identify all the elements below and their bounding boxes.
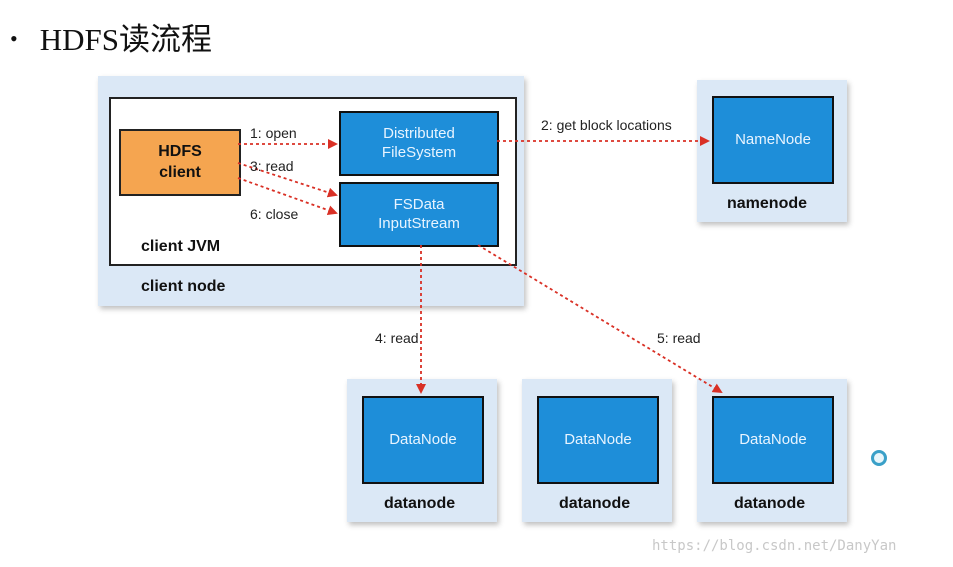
distributed-filesystem-line2: FileSystem [381,143,457,161]
edge-label-read-datanode-1: 4: read [375,330,419,346]
fsdata-inputstream-line1: FSData [393,195,445,213]
datanode-label-1: datanode [384,495,456,512]
client-jvm-label: client JVM [141,238,221,255]
hdfs-client-box: HDFS client [119,129,241,196]
distributed-filesystem-box: Distributed FileSystem [339,111,499,176]
datanode-label-3: datanode [734,495,806,512]
watermark: https://blog.csdn.net/DanyYan [652,538,897,554]
hdfs-client-line1: HDFS [158,142,202,160]
datanode-box-2: DataNode [537,396,659,484]
distributed-filesystem-line1: Distributed [383,124,455,142]
arrow-read-client [237,162,338,198]
arrow-read-datanode-3 [477,244,723,394]
bullet-point: • [10,26,18,51]
edge-label-open: 1: open [250,125,297,141]
fsdata-inputstream-box: FSData InputStream [339,182,499,247]
namenode-label: namenode [727,195,808,212]
edge-label-read-client: 3: read [250,158,294,174]
slide-title: • HDFS读流程 [10,14,212,59]
edge-label-close: 6: close [250,206,299,222]
edge-label-read-datanode-3: 5: read [657,330,701,346]
cursor-ring-icon [871,450,887,466]
datanode-box-1: DataNode [362,396,484,484]
arrow-close [237,177,338,216]
fsdata-inputstream-line2: InputStream [378,214,460,232]
hdfs-client-line2: client [159,163,201,181]
namenode-box: NameNode [712,96,834,184]
datanode-box-3: DataNode [712,396,834,484]
title-text: HDFS读流程 [39,22,212,57]
client-node-label: client node [141,278,226,295]
datanode-label-2: datanode [559,495,631,512]
edge-label-get-block-locations: 2: get block locations [541,117,672,133]
